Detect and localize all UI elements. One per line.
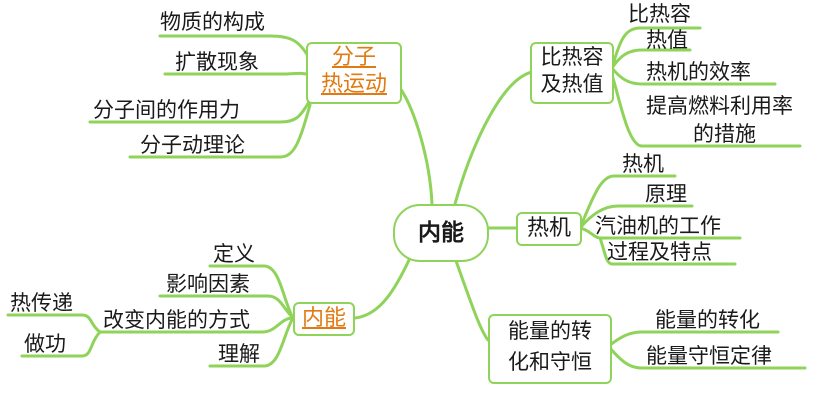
- leaf-improve-fuel-use-line2: 的措施: [693, 122, 756, 146]
- branch-heat-engine[interactable]: 热机: [516, 212, 582, 246]
- leaf-energy-conservation-law: 能量守恒定律: [646, 344, 772, 368]
- leaf-specific-heat: 比热容: [628, 2, 691, 26]
- leaf-doing-work: 做功: [24, 332, 66, 356]
- leaf-gasoline-engine-line2: 过程及特点: [607, 240, 712, 264]
- leaf-diffusion: 扩散现象: [175, 50, 259, 74]
- leaf-improve-fuel-use-line1: 提高燃料利用率: [646, 94, 793, 118]
- leaf-influencing-factors: 影响因素: [166, 272, 250, 296]
- branch-energy-line2: 化和守恒: [508, 350, 592, 374]
- leaf-engine-efficiency: 热机的效率: [646, 60, 751, 84]
- leaf-calorific-value: 热值: [646, 28, 688, 52]
- leaf-energy-conversion: 能量的转化: [655, 308, 760, 332]
- leaf-principle: 原理: [645, 182, 687, 206]
- leaf-heat-transfer: 热传递: [10, 291, 73, 315]
- leaf-matter-composition: 物质的构成: [160, 10, 265, 34]
- leaf-ways-to-change: 改变内能的方式: [103, 308, 250, 332]
- branch-molecular-line2[interactable]: 热运动: [320, 72, 387, 97]
- center-node: 内能: [393, 204, 489, 262]
- leaf-intermolecular-force: 分子间的作用力: [93, 98, 240, 122]
- branch-molecular-line1[interactable]: 分子: [331, 45, 376, 70]
- leaf-kinetic-theory: 分子动理论: [140, 133, 245, 157]
- branch-specific-heat-line1: 比热容: [540, 45, 604, 69]
- leaf-heat-engine: 热机: [622, 152, 664, 176]
- leaf-definition: 定义: [213, 242, 255, 266]
- leaf-understanding: 理解: [218, 342, 260, 366]
- branch-energy-line1: 能量的转: [508, 319, 592, 343]
- leaf-gasoline-engine-line1: 汽油机的工作: [595, 214, 721, 238]
- branch-specific-heat-line2: 及热值: [540, 72, 604, 96]
- branch-specific-heat[interactable]: 比热容 及热值: [530, 42, 614, 104]
- branch-energy-conservation[interactable]: 能量的转 化和守恒: [488, 314, 612, 384]
- branch-molecular-motion[interactable]: 分子 热运动: [306, 42, 402, 104]
- branch-internal-energy[interactable]: 内能: [293, 302, 355, 336]
